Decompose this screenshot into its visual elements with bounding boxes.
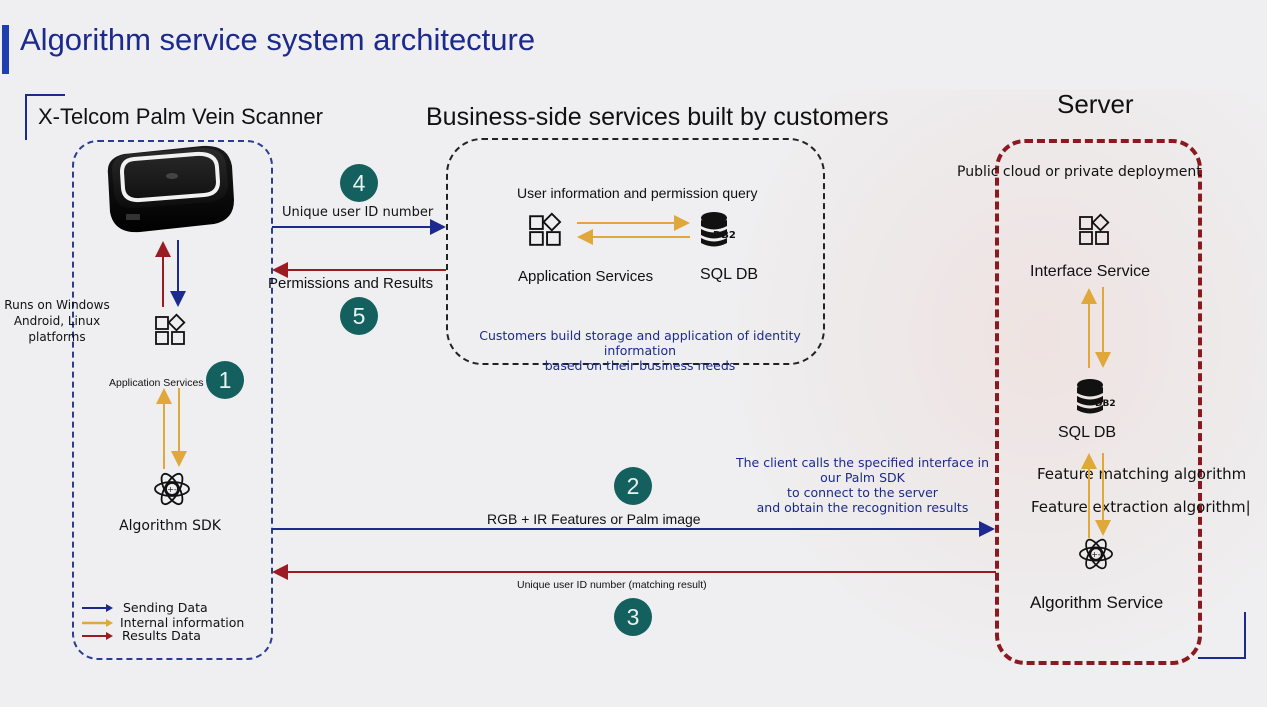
- step2-note-line: our Palm SDK: [820, 470, 905, 485]
- palm-vein-scanner-image: [102, 144, 236, 234]
- page-title: Algorithm service system architecture: [20, 22, 536, 57]
- legend: Sending Data Internal information Result…: [80, 600, 244, 643]
- feature-extraction-label: Feature extraction algorithm|: [1031, 498, 1251, 516]
- business-services-boundary: [446, 138, 825, 365]
- client-app-services-label: Application Services: [109, 377, 204, 389]
- svg-text:DB2: DB2: [713, 230, 736, 241]
- client-app-services-icon: [154, 313, 188, 352]
- corner-bracket-bottom-right: [1198, 612, 1246, 659]
- step3-label: Unique user ID number (matching result): [517, 579, 707, 591]
- business-query-label: User information and permission query: [517, 185, 758, 201]
- step2-note-line: The client calls the specified interface…: [735, 455, 990, 470]
- business-note-line: Customers build storage and application …: [479, 328, 801, 358]
- server-db-icon: DB2: [1076, 378, 1120, 423]
- step5-label: Permissions and Results: [268, 275, 434, 292]
- step-badge-2: 2: [614, 467, 652, 505]
- legend-item-internal: Internal information: [80, 615, 244, 630]
- client-device-boundary: [72, 140, 273, 660]
- step-badge-4: 4: [340, 164, 378, 202]
- client-section-title: X-Telcom Palm Vein Scanner: [38, 104, 323, 129]
- step2-note-line: to connect to the server: [787, 485, 938, 500]
- legend-label: Results Data: [122, 628, 201, 643]
- step-badge-5: 5: [340, 297, 378, 335]
- step2-note-line: and obtain the recognition results: [756, 500, 969, 515]
- legend-item-sending: Sending Data: [80, 600, 244, 615]
- interface-service-label: Interface Service: [1030, 263, 1151, 280]
- platform-note: Runs on Windows Android, Linux platforms: [2, 297, 112, 345]
- step2-label: RGB + IR Features or Palm image: [487, 511, 701, 527]
- interface-service-icon: [1078, 213, 1112, 252]
- legend-arrow-icon: [82, 631, 113, 640]
- platform-note-line: Runs on Windows: [4, 298, 110, 312]
- corner-bracket-top-left: [25, 94, 65, 140]
- client-algorithm-sdk-label: Algorithm SDK: [119, 518, 221, 534]
- legend-label: Sending Data: [123, 600, 208, 615]
- step-badge-1: 1: [206, 361, 244, 399]
- legend-arrow-icon: [82, 603, 113, 612]
- svg-text:+-: +-: [1091, 550, 1100, 559]
- svg-text:+-: +-: [167, 485, 177, 494]
- server-deployment-label: Public cloud or private deployment: [957, 164, 1202, 180]
- legend-item-results: Results Data: [80, 628, 244, 643]
- step2-note: The client calls the specified interface…: [735, 455, 990, 515]
- platform-note-line: platforms: [28, 330, 86, 344]
- business-db-label: SQL DB: [700, 266, 759, 283]
- step-badge-3: 3: [614, 598, 652, 636]
- legend-label: Internal information: [120, 615, 245, 630]
- title-accent-bar: [2, 25, 9, 74]
- server-boundary: [995, 139, 1202, 665]
- algorithm-service-label: Algorithm Service: [1030, 593, 1164, 612]
- business-db-icon: DB2: [700, 211, 744, 256]
- business-app-services-icon: [528, 212, 564, 253]
- business-note-line: based on their business needs: [544, 358, 736, 373]
- server-section-title: Server: [1057, 89, 1134, 119]
- step4-label: Unique user ID number: [282, 205, 434, 220]
- svg-text:DB2: DB2: [1095, 399, 1116, 409]
- client-algorithm-sdk-icon: +-: [153, 470, 191, 513]
- legend-arrow-icon: [82, 618, 113, 627]
- server-db-label: SQL DB: [1058, 424, 1117, 441]
- business-section-title: Business-side services built by customer…: [426, 103, 889, 131]
- platform-note-line: Android, Linux: [13, 314, 101, 328]
- business-app-services-label: Application Services: [518, 268, 654, 285]
- algorithm-service-icon: +-: [1078, 536, 1114, 577]
- business-note: Customers build storage and application …: [450, 328, 830, 373]
